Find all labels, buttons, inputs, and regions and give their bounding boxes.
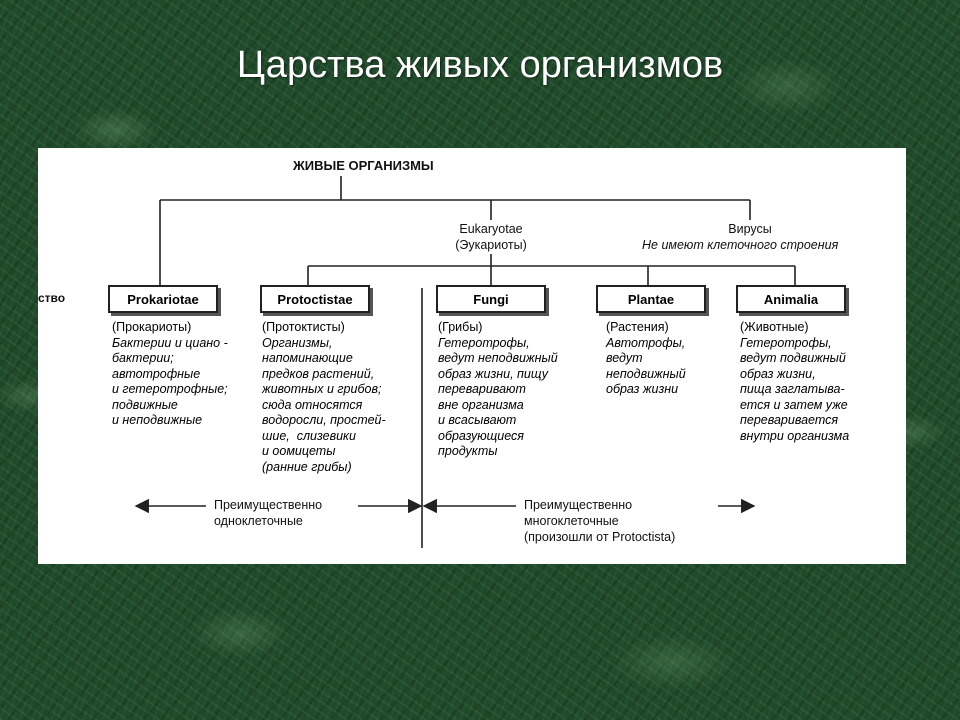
eukaryota-latin-label: Eukaryotae xyxy=(459,222,523,236)
multicellular-label-line1: Преимущественно xyxy=(524,498,633,512)
kingdom-desc-prokariotae: (Прокариоты) Бактерии и циано - бактерии… xyxy=(112,320,228,429)
multicellular-label-line2: многоклеточные xyxy=(524,514,619,528)
kingdom-desc-plantae: (Растения) Автотрофы, ведут неподвижный … xyxy=(606,320,686,398)
kingdom-box-fungi: Fungi xyxy=(436,285,546,313)
kingdom-description: Организмы, напоминающие предков растений… xyxy=(262,335,386,474)
cut-off-label: ство xyxy=(38,291,66,305)
viruses-note: Не имеют клеточного строения xyxy=(642,238,839,252)
kingdom-desc-fungi: (Грибы) Гетеротрофы, ведут неподвижный о… xyxy=(438,320,558,460)
unicellular-label-line1: Преимущественно xyxy=(214,498,323,512)
kingdom-desc-animalia: (Животные) Гетеротрофы, ведут подвижный … xyxy=(740,320,849,444)
kingdom-box-plantae: Plantae xyxy=(596,285,706,313)
unicellular-label-line2: одноклеточные xyxy=(214,514,303,528)
kingdom-box-prokariotae: Prokariotae xyxy=(108,285,218,313)
multicellular-label-line3: (произошли от Protoctista) xyxy=(524,530,676,544)
root-label: ЖИВЫЕ ОРГАНИЗМЫ xyxy=(293,158,434,173)
kingdom-ru-name: (Протоктисты) xyxy=(262,320,345,334)
connector-lines xyxy=(134,176,796,548)
kingdom-ru-name: (Животные) xyxy=(740,320,809,334)
kingdom-ru-name: (Растения) xyxy=(606,320,669,334)
kingdom-description: Гетеротрофы, ведут подвижный образ жизни… xyxy=(740,335,850,443)
kingdom-ru-name: (Прокариоты) xyxy=(112,320,192,334)
eukaryota-russian-label: (Эукариоты) xyxy=(455,238,527,252)
slide-title: Царства живых организмов xyxy=(236,44,724,86)
diagram-panel: ЖИВЫЕ ОРГАНИЗМЫ Eukaryotae (Эукариоты) В… xyxy=(38,148,906,564)
kingdom-description: Гетеротрофы, ведут неподвижный образ жиз… xyxy=(438,335,558,459)
kingdom-desc-protoctistae: (Протоктисты) Организмы, напоминающие пр… xyxy=(262,320,386,475)
viruses-label: Вирусы xyxy=(728,222,772,236)
kingdom-box-animalia: Animalia xyxy=(736,285,846,313)
kingdom-box-protoctistae: Protoctistae xyxy=(260,285,370,313)
kingdom-description: Бактерии и циано - бактерии; автотрофные… xyxy=(112,335,228,428)
kingdom-ru-name: (Грибы) xyxy=(438,320,483,334)
kingdom-description: Автотрофы, ведут неподвижный образ жизни xyxy=(606,335,686,397)
